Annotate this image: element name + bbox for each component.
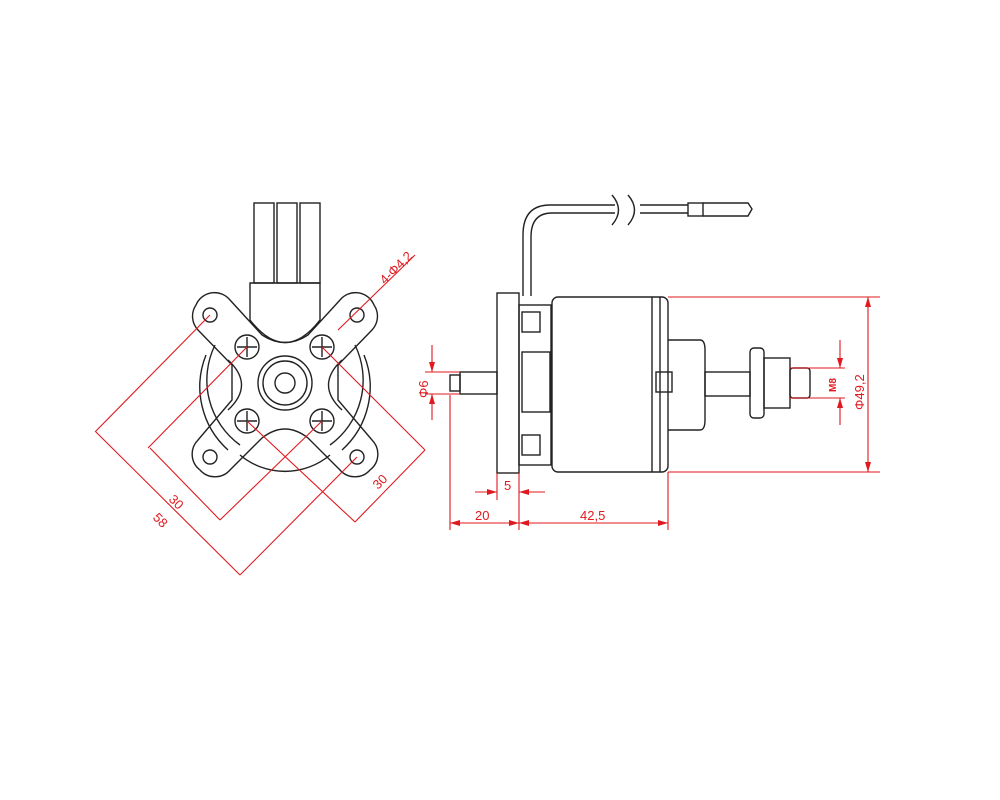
- side-view: Φ6 5 20 42,5 Φ49,2 M8: [416, 194, 880, 530]
- washer: [749, 347, 765, 419]
- connector-sleeve: [687, 202, 704, 217]
- wires: [249, 202, 321, 344]
- mount-cross: [191, 291, 379, 478]
- dim-58: 58: [150, 510, 171, 531]
- front-dimensions: 30 58 30 4-Φ4,2: [94, 248, 426, 576]
- dim-body-length: 42,5: [580, 508, 605, 523]
- dim-flange: 5: [504, 478, 511, 493]
- screws: [234, 334, 335, 434]
- hole-label: 4-Φ4,2: [377, 248, 416, 287]
- lead-wire: [522, 204, 688, 296]
- rear-shaft: [704, 371, 751, 397]
- hub: [257, 355, 313, 411]
- front-view: 30 58 30 4-Φ4,2: [94, 202, 426, 576]
- rear-bearing: [668, 339, 706, 431]
- motor-can: [551, 296, 669, 473]
- dim-shaft-dia: Φ6: [416, 380, 431, 398]
- dim-body-dia: Φ49,2: [852, 374, 867, 410]
- mount-hub: [518, 304, 552, 466]
- mount-plate: [496, 292, 520, 474]
- dim-thread: M8: [828, 378, 839, 392]
- prop-nut: [763, 357, 791, 409]
- side-dimensions: Φ6 5 20 42,5 Φ49,2 M8: [416, 296, 880, 530]
- dim-30-left: 30: [166, 492, 187, 513]
- dim-shaft-length: 20: [475, 508, 489, 523]
- bullet-connector: [703, 202, 753, 217]
- front-shaft: [459, 371, 498, 395]
